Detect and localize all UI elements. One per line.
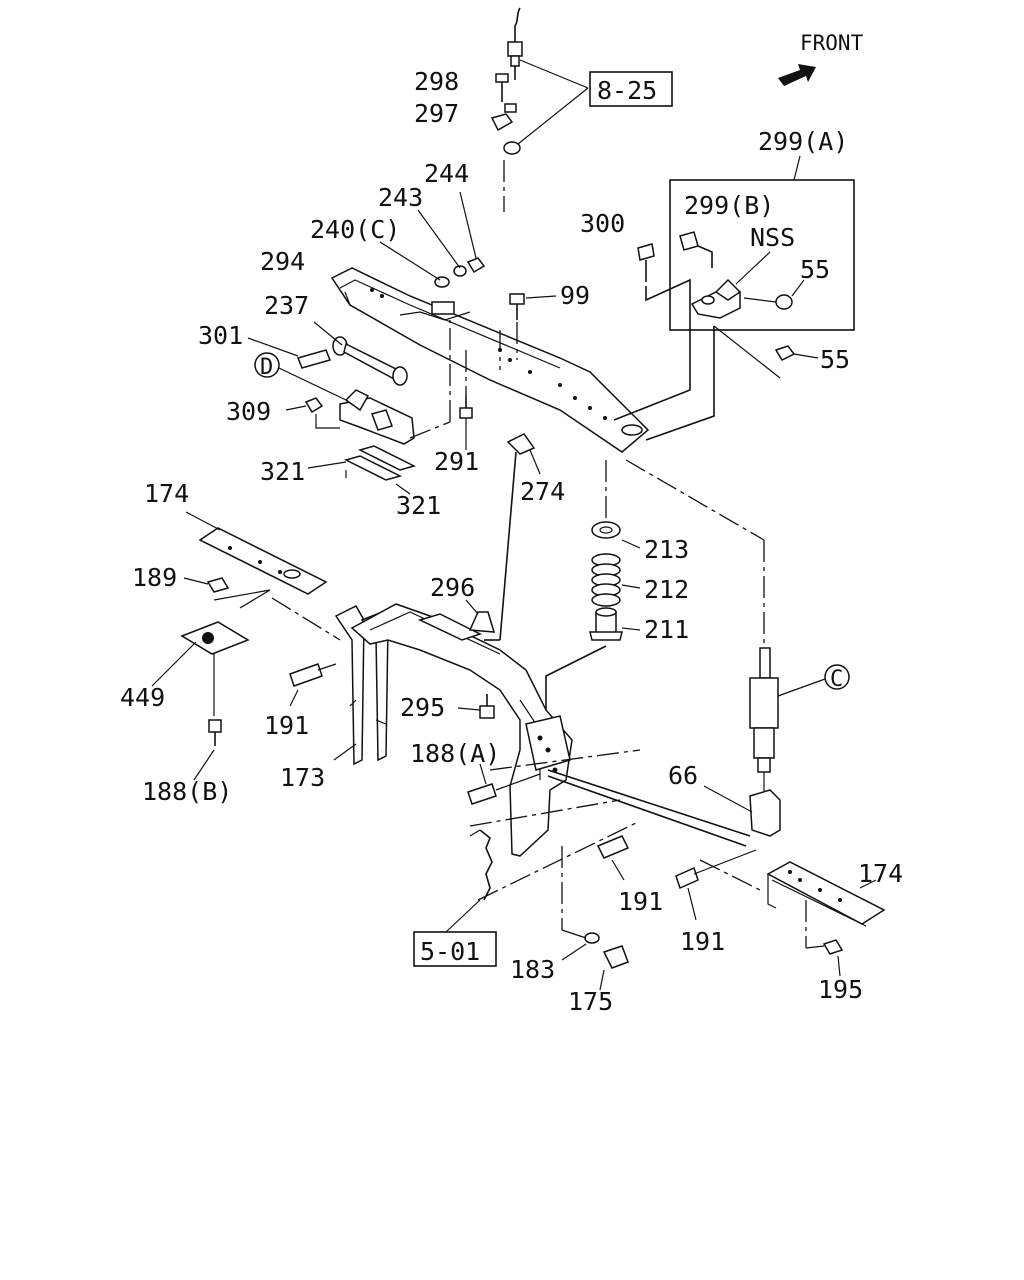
part-175-label: 175 [568, 987, 613, 1016]
bolts-left [289, 663, 541, 805]
part-240c-label: 240(C) [310, 215, 400, 244]
part-298-label: 298 [414, 67, 459, 96]
part-449-label: 449 [120, 683, 165, 712]
part-191a-label: 191 [264, 711, 309, 740]
right-side-bracket [596, 785, 886, 977]
left-side-bracket [151, 511, 341, 781]
part-212-label: 212 [644, 575, 689, 604]
coil-spring-assembly [545, 460, 641, 710]
upper-crossmember [330, 267, 650, 453]
part-309-label: 309 [226, 397, 271, 426]
part-291-label: 291 [434, 447, 479, 476]
part-55b-label: 55 [820, 345, 850, 374]
part-191c-label: 191 [680, 927, 725, 956]
part-295-label: 295 [400, 693, 445, 722]
part-191b-label: 191 [618, 887, 663, 916]
bolt-291 [459, 350, 473, 450]
washer-nut-stack [379, 191, 486, 288]
part-66-label: 66 [668, 761, 698, 790]
part-188b-label: 188(B) [142, 777, 232, 806]
part-274-label: 274 [520, 477, 565, 506]
part-321a-label: 321 [260, 457, 305, 486]
cab-mount-frame [333, 603, 573, 857]
part-297-label: 297 [414, 99, 459, 128]
ref-8-25-label: 8-25 [597, 76, 657, 105]
ref-5-01-label: 5-01 [420, 937, 480, 966]
part-213-label: 213 [644, 535, 689, 564]
part-99-label: 99 [560, 281, 590, 310]
front-label: FRONT [800, 31, 864, 55]
part-174a-label: 174 [144, 479, 189, 508]
part-299b-label: 299(B) [684, 191, 774, 220]
part-174b-label: 174 [858, 859, 903, 888]
ref-5-01-leader [445, 899, 481, 933]
part-321b-label: 321 [396, 491, 441, 520]
nss-label: NSS [750, 223, 795, 252]
shock-absorber [625, 459, 850, 796]
front-arrow-icon [778, 64, 816, 86]
part-183-label: 183 [510, 955, 555, 984]
shim-plates-321 [307, 445, 417, 495]
clip-274 [484, 433, 541, 641]
part-189-label: 189 [132, 563, 177, 592]
part-301-label: 301 [198, 321, 243, 350]
link-rod [247, 321, 408, 386]
callout-d-label: D [260, 355, 273, 380]
bracket-assembly-d [254, 320, 451, 445]
part-296-label: 296 [430, 573, 475, 602]
part-173-label: 173 [280, 763, 325, 792]
bracket-296 [465, 599, 479, 615]
callout-c-label: C [830, 667, 843, 692]
ref-box-5-01 [413, 931, 497, 967]
sensor-wire-assembly [490, 7, 589, 212]
chassis-frame-rail [469, 749, 761, 930]
part-244-label: 244 [424, 159, 469, 188]
part-300-label: 300 [580, 209, 625, 238]
part-299a-label: 299(A) [758, 127, 848, 156]
bolt-99 [509, 293, 557, 360]
ref-box-8-25 [589, 71, 673, 107]
mount-kit-box [613, 155, 855, 441]
part-237-label: 237 [264, 291, 309, 320]
part-211-label: 211 [644, 615, 689, 644]
part-195-label: 195 [818, 975, 863, 1004]
washer-bolt-lower [561, 929, 629, 991]
part-243-label: 243 [378, 183, 423, 212]
part-55a-label: 55 [800, 255, 830, 284]
part-294-label: 294 [260, 247, 305, 276]
part-188a-label: 188(A) [410, 739, 500, 768]
